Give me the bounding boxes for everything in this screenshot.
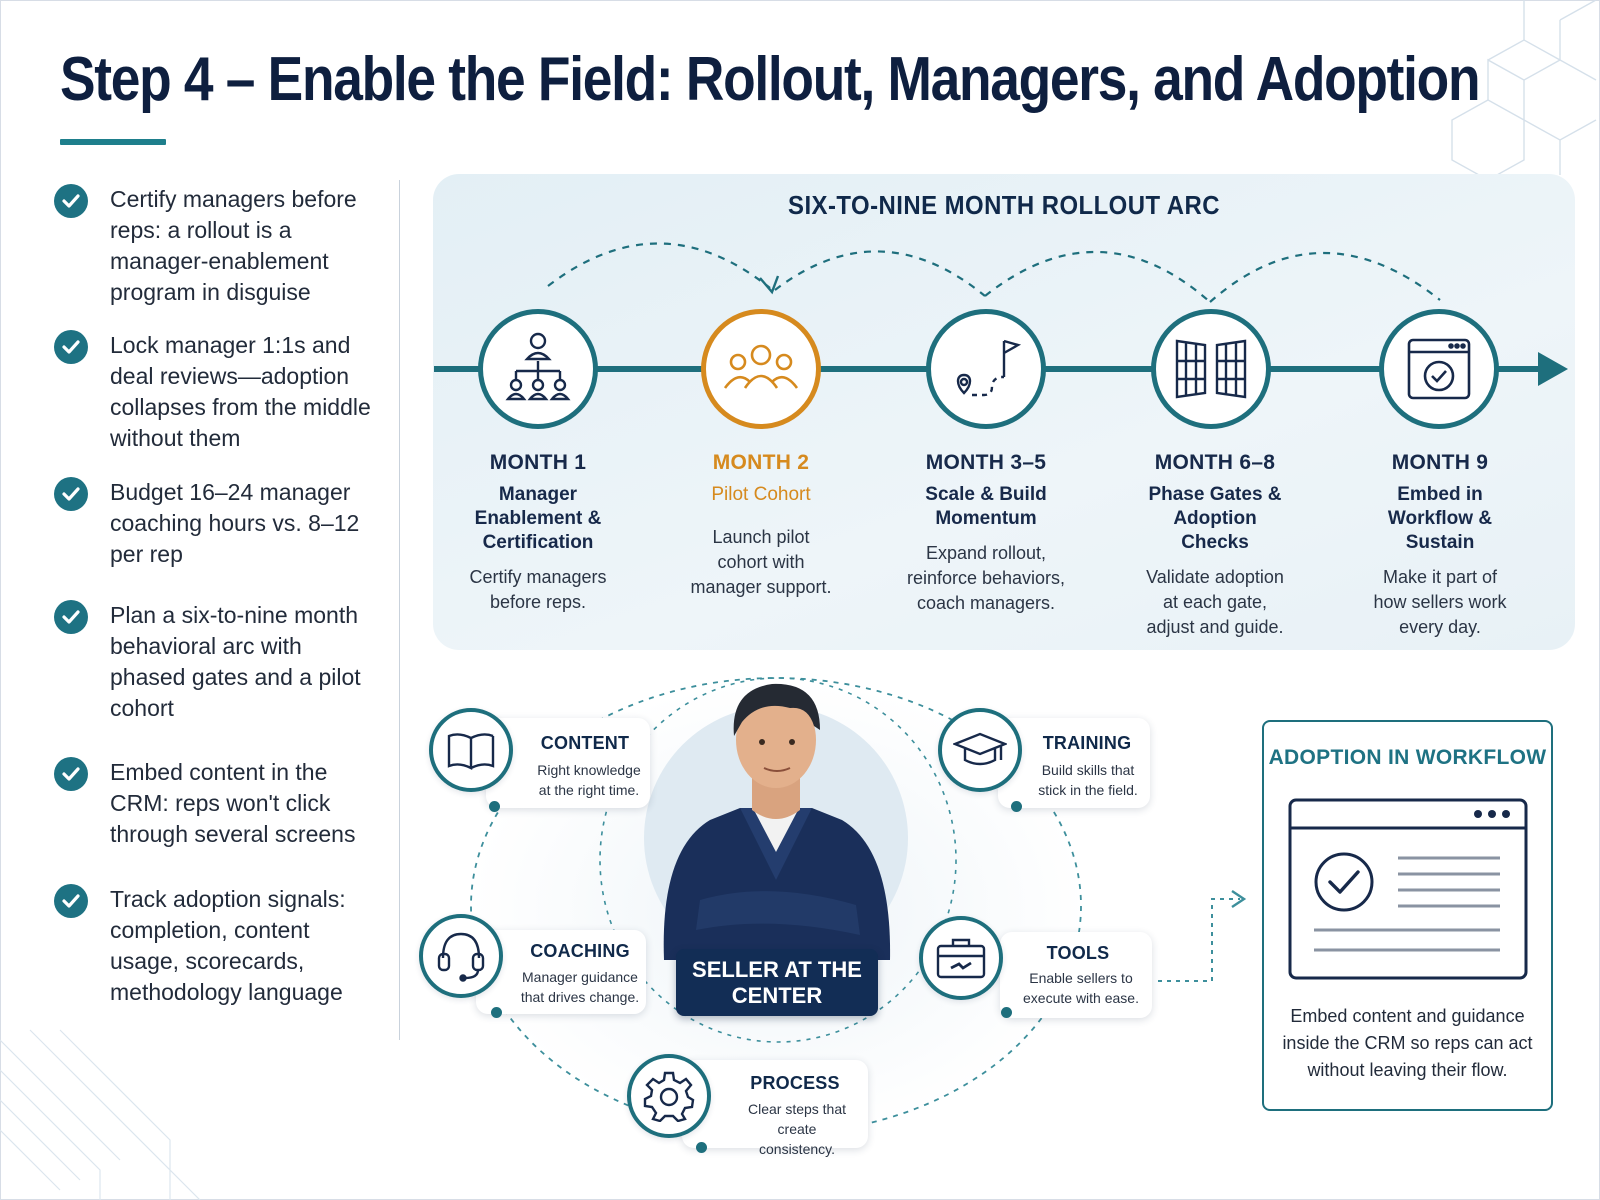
stage-month: MONTH 1	[489, 451, 587, 474]
browser-check-icon	[1379, 309, 1499, 429]
stage-month: MONTH 9	[1391, 451, 1489, 474]
stage-month: MONTH 3–5	[925, 451, 1047, 474]
pillar-dot	[489, 801, 500, 812]
adoption-desc: Embed content and guidance inside the CR…	[1282, 1006, 1533, 1080]
rollout-title: SIX-TO-NINE MONTH ROLLOUT ARC	[788, 190, 1220, 220]
title-underline	[60, 139, 166, 145]
adoption-title: ADOPTION IN WORKFLOW	[1268, 746, 1547, 769]
gear-icon	[627, 1054, 711, 1138]
checklist-text: Lock manager 1:1s and deal reviews—adopt…	[110, 332, 371, 451]
pillar-desc: Enable sellers to execute with ease.	[1023, 970, 1139, 1006]
checklist-text: Track adoption signals: completion, cont…	[110, 886, 346, 1005]
pillar-card-content	[486, 718, 650, 808]
pillar-dot	[491, 1007, 502, 1018]
seller-avatar	[663, 683, 891, 960]
stage-name: Embed in Workflow & Sustain	[1387, 484, 1493, 553]
check-icon	[54, 757, 88, 791]
page-title: Step 4 – Enable the Field: Rollout, Mana…	[60, 45, 1481, 114]
headset-icon	[419, 914, 503, 998]
arc-arrowhead	[759, 275, 780, 295]
graduation-cap-icon	[938, 708, 1022, 792]
check-icon	[54, 184, 88, 218]
pillar-card-process	[682, 1060, 868, 1148]
connector-arrowhead	[1231, 890, 1247, 908]
stage-name: Pilot Cohort	[711, 484, 811, 505]
checklist-text: Plan a six-to-nine month behavioral arc …	[110, 602, 361, 721]
checklist-item: Track adoption signals: completion, cont…	[54, 884, 380, 1008]
stage-name: Manager Enablement & Certification	[474, 484, 602, 553]
org-chart-icon	[478, 309, 598, 429]
pillar-title: TOOLS	[1046, 943, 1110, 963]
stage-desc: Certify managers before reps.	[469, 567, 607, 612]
timeline-arrow-icon	[1538, 352, 1568, 386]
book-icon	[429, 708, 513, 792]
pillar-dot	[696, 1142, 707, 1153]
stage-month: MONTH 2	[712, 451, 810, 474]
seller-center-label: SELLER AT THE CENTER	[676, 949, 878, 1016]
stage-desc: Make it part of how sellers work every d…	[1373, 567, 1507, 637]
stage-name: Phase Gates & Adoption Checks	[1148, 484, 1282, 553]
pillar-title: CONTENT	[540, 733, 630, 753]
check-icon	[54, 600, 88, 634]
pillar-desc: Right knowledge at the right time.	[537, 762, 641, 798]
checklist-text: Embed content in the CRM: reps won't cli…	[110, 759, 356, 847]
checklist-text: Budget 16–24 manager coaching hours vs. …	[110, 479, 360, 567]
gate-icon	[1151, 309, 1271, 429]
pillar-desc: Build skills that stick in the field.	[1038, 762, 1138, 798]
pillar-dot	[1001, 1007, 1012, 1018]
browser-check-icon	[1288, 798, 1528, 980]
checklist-text: Certify managers before reps: a rollout …	[110, 186, 357, 305]
pillar-title: COACHING	[530, 941, 630, 961]
pillar-dot	[1011, 801, 1022, 812]
column-divider	[399, 180, 400, 1040]
stage-name: Scale & Build Momentum	[925, 484, 1047, 529]
stage-desc: Expand rollout, reinforce behaviors, coa…	[906, 543, 1066, 613]
pillar-title: PROCESS	[750, 1073, 840, 1093]
stage-desc: Validate adoption at each gate, adjust a…	[1146, 567, 1284, 637]
connector-line	[1158, 898, 1240, 982]
pillar-title: TRAINING	[1042, 733, 1132, 753]
checklist-item: Plan a six-to-nine month behavioral arc …	[54, 600, 380, 724]
checklist-item: Budget 16–24 manager coaching hours vs. …	[54, 477, 380, 570]
toolbox-icon	[919, 916, 1003, 1000]
check-icon	[54, 330, 88, 364]
pillar-desc: Clear steps that create consistency.	[747, 1101, 847, 1157]
pillar-card-training	[998, 718, 1150, 808]
checklist-item: Embed content in the CRM: reps won't cli…	[54, 757, 380, 850]
group-icon	[701, 309, 821, 429]
pillar-card-tools	[1000, 932, 1152, 1018]
stage-desc: Launch pilot cohort with manager support…	[690, 527, 832, 597]
check-icon	[54, 884, 88, 918]
checklist-item: Lock manager 1:1s and deal reviews—adopt…	[54, 330, 380, 454]
timeline-arcs	[547, 242, 1441, 303]
route-flag-icon	[926, 309, 1046, 429]
check-icon	[54, 477, 88, 511]
stage-month: MONTH 6–8	[1154, 451, 1276, 474]
pillar-desc: Manager guidance that drives change.	[520, 969, 640, 1005]
pillar-card-coaching	[476, 930, 646, 1014]
checklist-item: Certify managers before reps: a rollout …	[54, 184, 380, 308]
